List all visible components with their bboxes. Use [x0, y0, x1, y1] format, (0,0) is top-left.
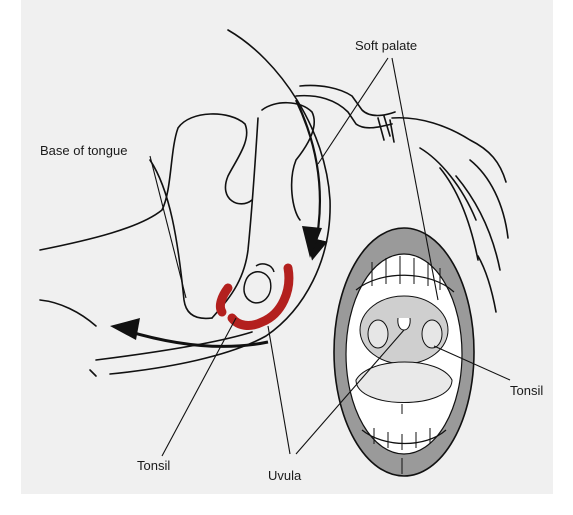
uvula-shape [244, 264, 274, 303]
label-base-of-tongue: Base of tongue [40, 143, 127, 158]
tonsil-highlight [220, 268, 288, 325]
airflow-arrowhead-left [110, 318, 140, 340]
label-tonsil-right: Tonsil [510, 383, 543, 398]
airflow-arrowhead-down [302, 226, 322, 258]
airflow-arrow-left [124, 330, 268, 346]
label-tonsil-left: Tonsil [137, 458, 170, 473]
label-soft-palate: Soft palate [355, 38, 417, 53]
label-uvula: Uvula [268, 468, 301, 483]
open-mouth-view [334, 228, 474, 476]
